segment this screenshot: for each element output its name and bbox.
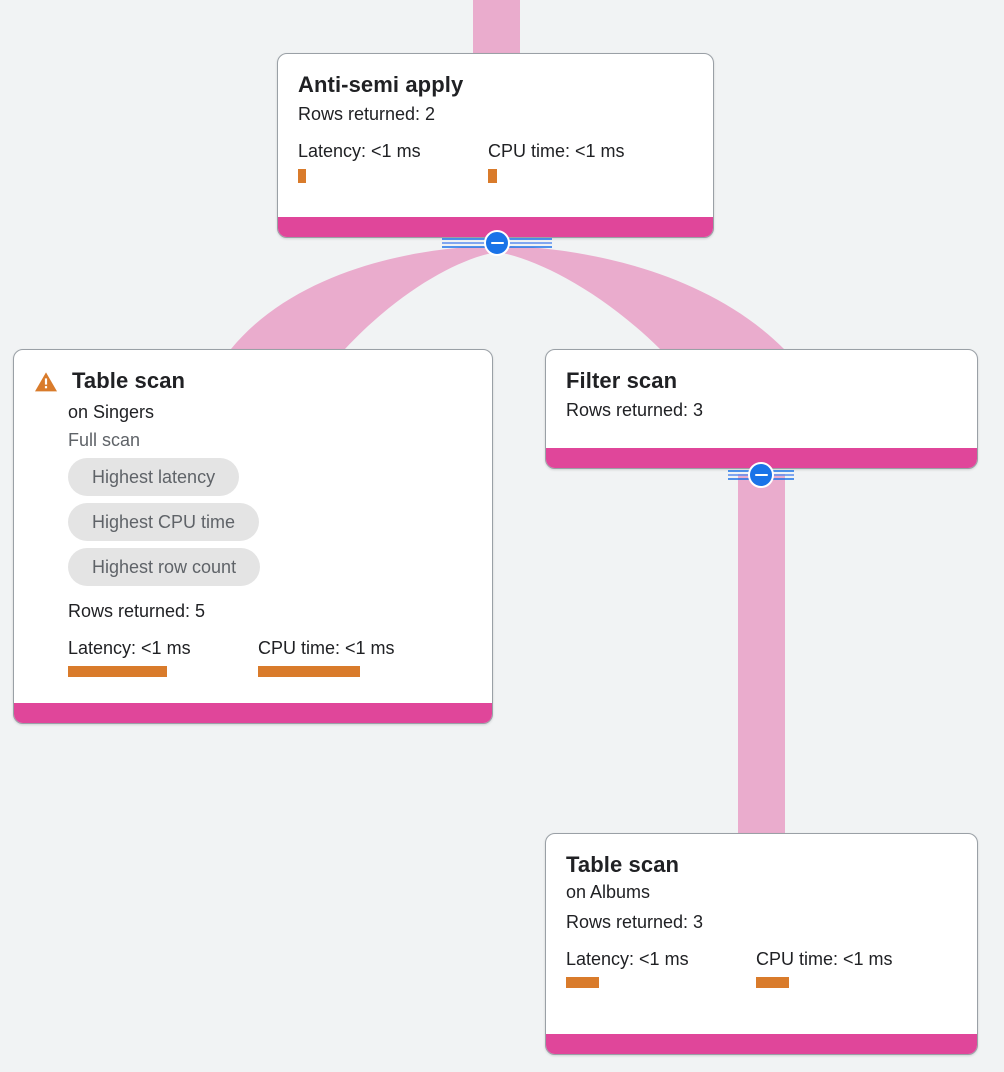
node-title: Table scan [566, 852, 680, 877]
badge-list: Highest latency Highest CPU time Highest… [68, 458, 472, 593]
metrics-row: Latency: <1 ms CPU time: <1 ms [68, 637, 472, 677]
badge-highest-latency: Highest latency [68, 458, 240, 496]
latency-bar [68, 666, 167, 677]
node-table-scan-singers[interactable]: Table scan on Singers Full scan Highest … [13, 349, 493, 724]
node-details: on Singers Full scan Highest latency Hig… [34, 398, 472, 677]
node-table-scan-albums[interactable]: Table scan on Albums Rows returned: 3 La… [545, 833, 978, 1055]
node-body: Filter scan Rows returned: 3 [546, 350, 977, 448]
cpu-time-bar [756, 977, 789, 988]
edge-filter-scan-to-table-scan-albums [738, 474, 785, 838]
latency-label: Latency: <1 ms [298, 141, 421, 161]
node-title-row: Table scan [34, 368, 472, 398]
collapse-toggle-icon[interactable] [484, 230, 510, 256]
edge-incoming-root [473, 0, 520, 56]
warning-triangle-icon [34, 371, 58, 398]
node-footer-bar [14, 703, 492, 723]
node-title: Anti-semi apply [298, 72, 464, 97]
edge-root-to-filter-scan [497, 246, 784, 349]
toggle-filter-scan[interactable] [706, 461, 816, 489]
node-body: Anti-semi apply Rows returned: 2 Latency… [278, 54, 713, 217]
node-anti-semi-apply[interactable]: Anti-semi apply Rows returned: 2 Latency… [277, 53, 714, 238]
metrics-row: Latency: <1 ms CPU time: <1 ms [298, 140, 693, 183]
rows-returned: Rows returned: 5 [68, 601, 206, 621]
latency-bar [298, 169, 306, 183]
node-title-row: Table scan [566, 852, 957, 878]
latency-metric: Latency: <1 ms [298, 140, 488, 183]
node-title: Table scan [72, 368, 186, 393]
node-body: Table scan on Singers Full scan Highest … [14, 350, 492, 703]
node-footer-bar [546, 448, 977, 468]
metrics-row: Latency: <1 ms CPU time: <1 ms [566, 948, 957, 988]
rows-returned: Rows returned: 3 [566, 400, 704, 420]
node-footer-bar [546, 1034, 977, 1054]
cpu-time-bar [258, 666, 360, 677]
cpu-metric: CPU time: <1 ms [258, 637, 395, 677]
rows-returned: Rows returned: 3 [566, 912, 704, 932]
cpu-time-bar [488, 169, 497, 183]
cpu-time-label: CPU time: <1 ms [258, 638, 395, 658]
node-title: Filter scan [566, 368, 678, 393]
latency-label: Latency: <1 ms [566, 949, 689, 969]
node-footer-bar [278, 217, 713, 237]
node-filter-scan[interactable]: Filter scan Rows returned: 3 [545, 349, 978, 469]
scan-type: Full scan [68, 430, 141, 450]
badge-highest-cpu-time: Highest CPU time [68, 503, 260, 541]
cpu-time-label: CPU time: <1 ms [756, 949, 893, 969]
node-body: Table scan on Albums Rows returned: 3 La… [546, 834, 977, 1034]
node-title-row: Filter scan [566, 368, 957, 394]
rows-returned: Rows returned: 2 [298, 104, 436, 124]
cpu-metric: CPU time: <1 ms [756, 948, 893, 988]
node-title-row: Anti-semi apply [298, 72, 693, 98]
latency-bar [566, 977, 599, 988]
cpu-metric: CPU time: <1 ms [488, 140, 625, 183]
latency-label: Latency: <1 ms [68, 638, 191, 658]
toggle-anti-semi-apply[interactable] [442, 229, 552, 257]
node-subtitle: on Albums [566, 882, 651, 902]
collapse-toggle-icon[interactable] [748, 462, 774, 488]
cpu-time-label: CPU time: <1 ms [488, 141, 625, 161]
badge-highest-row-count: Highest row count [68, 548, 261, 586]
latency-metric: Latency: <1 ms [566, 948, 756, 988]
latency-metric: Latency: <1 ms [68, 637, 258, 677]
node-subtitle: on Singers [68, 402, 155, 422]
edge-root-to-table-scan-singers [231, 246, 497, 349]
